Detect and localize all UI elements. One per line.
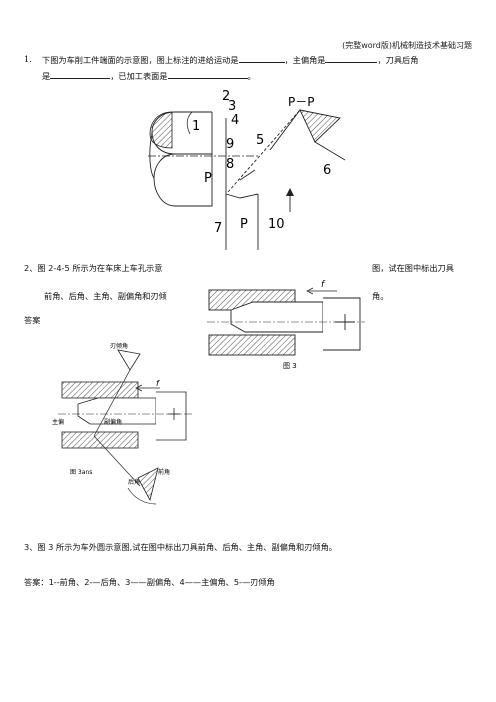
question-2-line: 2、图 2-4-5 所示为在车床上车孔示意 (24, 263, 163, 273)
workpiece-top (61, 381, 139, 399)
question-2-line: 前角、后角、主角、副偏角和刃倾 (44, 291, 167, 301)
construction-line (93, 369, 131, 437)
answer-diagram: 刃倾角 f 主偏 副偏角 图 3ans 后角 前角 (52, 342, 192, 505)
workpiece-bottom (208, 334, 296, 356)
boring-diagram: f 图 3 (207, 280, 365, 370)
boring-bar (77, 391, 187, 441)
label-6: 6 (323, 163, 331, 178)
figure-caption: 图 3ans (70, 469, 92, 476)
section-view (227, 109, 346, 193)
question-2-line: 图，试在图中标出刀具 (372, 263, 454, 273)
label-9: 9 (226, 137, 234, 152)
page-header: (完整word版)机械制造技术基础习题 (342, 41, 472, 50)
question-text: 下图为车削工件端面的示意图，图上标注的进给运动是 (42, 55, 239, 65)
label-secondary: 副偏角 (104, 418, 122, 426)
label-7: 7 (214, 221, 222, 236)
label-5: 5 (256, 133, 264, 148)
cross-section-hatch (149, 111, 173, 149)
figure-caption: 图 3 (283, 362, 297, 370)
label-main: 主偏 (52, 418, 64, 426)
label-front: 前角 (158, 468, 170, 476)
construction-line (93, 435, 141, 487)
label-4: 4 (231, 113, 239, 128)
label-section-p: P (204, 171, 212, 186)
answer-blank[interactable] (325, 52, 378, 63)
answer-blank[interactable] (238, 52, 285, 63)
label-blade-angle: 刃倾角 (110, 342, 128, 350)
feed-label: f (321, 280, 326, 290)
label-back: 后角 (128, 478, 140, 486)
label-3: 3 (228, 99, 236, 114)
question-text: 是 (42, 71, 51, 81)
label-10: 10 (268, 217, 285, 232)
feed-arrowhead (286, 188, 294, 196)
workpiece-bottom (61, 431, 139, 449)
cutting-tool (225, 118, 259, 250)
rotation-arrow (186, 111, 193, 135)
label-2: 2 (222, 89, 230, 104)
question-text: ，主偏角是 (284, 55, 326, 65)
answer-blank[interactable] (167, 68, 248, 79)
question-number: 1. (24, 54, 32, 64)
answer-blank[interactable] (50, 68, 111, 79)
feed-arrowhead (135, 384, 143, 392)
label-8: 8 (226, 157, 234, 172)
question-3: 3、图 3 所示为车外圆示意图,试在图中标出刀具前角、后角、主角、副偏角和刃倾角… (24, 542, 337, 552)
blade-section (117, 349, 141, 371)
answer-label: 答案 (24, 315, 41, 325)
boring-bar (230, 297, 361, 351)
label-section-p: P (240, 217, 248, 232)
tool-section (137, 467, 159, 502)
label-section-pp: P－P (288, 95, 314, 109)
question-1: 1. 下图为车削工件端面的示意图，图上标注的进给运动是 ，主偏角是 ，刀具后角 是 ，… (24, 52, 474, 84)
angle-arc (127, 487, 157, 505)
feed-label: f (156, 379, 160, 388)
question-text: ，已加工表面是 (110, 71, 168, 81)
facing-diagram: 1 2 3 4 5 6 7 8 9 10 P P P－P (148, 89, 346, 250)
question-3-answer: 答案：1--前角、2-—后角、3——副偏角、4——主偏角、5-—刃倾角 (24, 577, 275, 587)
question-2-line: 角。 (372, 291, 389, 301)
question-text: ，刀具后角 (377, 55, 419, 65)
label-1: 1 (192, 119, 200, 134)
question-text: 。 (247, 71, 256, 81)
feed-arrowhead (306, 287, 314, 295)
